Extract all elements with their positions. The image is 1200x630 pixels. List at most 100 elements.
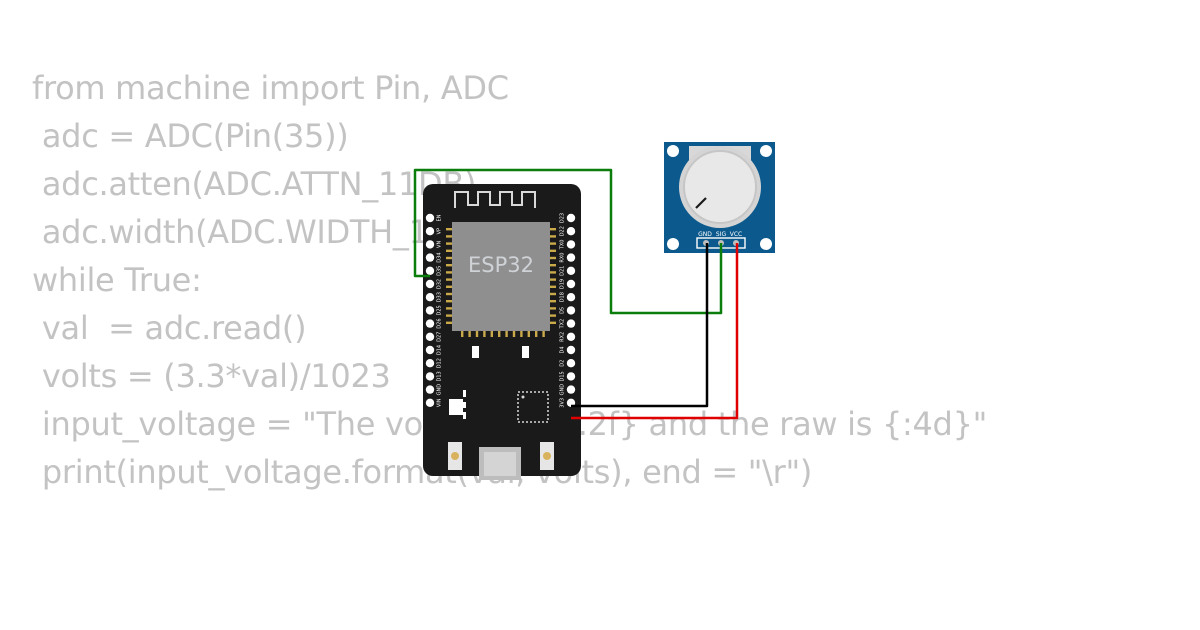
pin-label: D14	[437, 345, 443, 355]
en-button-cap	[451, 452, 459, 460]
mount-hole	[667, 238, 679, 250]
pin-label: GND	[560, 384, 566, 396]
code-line: while True:	[32, 261, 202, 299]
regulator-lead	[463, 412, 466, 419]
header-pin[interactable]	[425, 279, 435, 289]
chip-label: ESP32	[468, 253, 534, 277]
pin-label: GND	[437, 384, 443, 396]
module-pad	[446, 242, 452, 245]
pin-label: D12	[437, 358, 443, 368]
header-pin[interactable]	[566, 332, 576, 341]
module-pad	[550, 321, 556, 324]
code-line: from machine import Pin, ADC	[32, 69, 509, 107]
pin-label: D15	[560, 371, 566, 381]
module-pad	[446, 235, 452, 238]
module-pad	[461, 331, 464, 337]
header-pin[interactable]	[566, 253, 576, 262]
pin-label: EN	[437, 214, 443, 221]
regulator-lead	[463, 402, 466, 408]
wire-gnd[interactable]	[571, 243, 709, 408]
header-pin[interactable]	[425, 240, 435, 249]
pin-label: VN	[437, 241, 443, 248]
wire-vcc[interactable]	[571, 243, 739, 420]
module-pad	[475, 331, 479, 337]
module-pad	[550, 249, 556, 252]
header-pin[interactable]	[566, 385, 576, 394]
header-pin[interactable]	[566, 266, 576, 275]
esp32-board[interactable]: ESP32 ENVPVND34D35D32D33D25D26D27D14D12D…	[423, 184, 581, 480]
module-pad	[446, 285, 452, 288]
header-pin[interactable]	[566, 345, 576, 355]
left-pin-labels: ENVPVND34D35D32D33D25D26D27D14D12D13GNDV…	[437, 214, 443, 407]
module-pad	[550, 256, 556, 260]
smd-component	[522, 346, 529, 358]
module-pad	[550, 314, 556, 317]
module-pad	[446, 307, 452, 310]
module-pad	[550, 264, 556, 267]
module-pad	[550, 292, 556, 296]
header-pin[interactable]	[425, 293, 435, 302]
module-pad	[446, 271, 452, 274]
header-pin[interactable]	[425, 319, 435, 328]
code-listing: from machine import Pin, ADC adc = ADC(P…	[32, 64, 987, 496]
header-pin[interactable]	[566, 293, 576, 302]
module-pads-bottom	[461, 331, 545, 337]
header-pin[interactable]	[425, 266, 435, 275]
header-pin[interactable]	[425, 385, 435, 394]
module-pad	[520, 331, 523, 337]
mount-hole	[667, 145, 679, 157]
module-pad	[550, 242, 556, 245]
antenna-trace	[454, 191, 536, 208]
module-pad	[446, 278, 452, 281]
mount-hole	[760, 145, 772, 157]
pin-label: D35	[437, 266, 443, 276]
header-pin[interactable]	[425, 332, 435, 341]
header-pin[interactable]	[566, 306, 576, 315]
module-pad	[498, 331, 501, 337]
header-pin[interactable]	[566, 240, 576, 249]
module-pad	[446, 321, 452, 324]
esp32-module-shield	[452, 222, 550, 331]
usb-port-inner	[484, 452, 516, 476]
header-pin[interactable]	[566, 213, 576, 223]
header-pin[interactable]	[425, 345, 435, 355]
knob-indicator	[695, 197, 707, 209]
header-pin[interactable]	[425, 372, 435, 381]
module-pad	[550, 278, 556, 281]
header-pin[interactable]	[425, 359, 435, 368]
pot-knob[interactable]	[683, 150, 757, 224]
module-pad	[550, 300, 556, 303]
pin-label: D32	[437, 279, 443, 289]
module-pad	[446, 314, 452, 317]
chip-dot	[521, 395, 525, 399]
header-pin[interactable]	[566, 359, 576, 368]
pin-label: D5	[560, 307, 566, 314]
header-pin[interactable]	[425, 306, 435, 315]
module-pad	[446, 256, 452, 260]
pin-label: D22	[560, 226, 566, 236]
header-pin[interactable]	[425, 213, 435, 223]
module-pad	[505, 331, 508, 337]
pin-label: TX2	[560, 319, 566, 330]
code-line: adc.atten(ADC.ATTN_11DB)	[32, 165, 477, 203]
header-pin[interactable]	[566, 227, 576, 236]
pin-label: D18	[560, 292, 566, 302]
pin-label: D27	[437, 332, 443, 342]
right-header-pins	[566, 213, 576, 407]
pin-label-gnd: GND	[698, 231, 712, 238]
module-pad	[468, 331, 471, 337]
header-pin[interactable]	[566, 319, 576, 328]
module-pad	[446, 228, 452, 231]
header-pin[interactable]	[425, 227, 435, 236]
pin-label: RX0	[560, 253, 566, 263]
pin-label: RX2	[560, 332, 566, 342]
header-pin[interactable]	[425, 253, 435, 262]
header-pin[interactable]	[566, 372, 576, 381]
module-pad	[535, 331, 538, 337]
potentiometer-module[interactable]: GND SIG VCC	[664, 142, 775, 253]
wire-sig[interactable]	[413, 168, 723, 315]
header-pin[interactable]	[425, 398, 435, 407]
pin-label: D19	[560, 279, 566, 289]
module-pad	[550, 235, 556, 238]
header-pin[interactable]	[566, 279, 576, 289]
